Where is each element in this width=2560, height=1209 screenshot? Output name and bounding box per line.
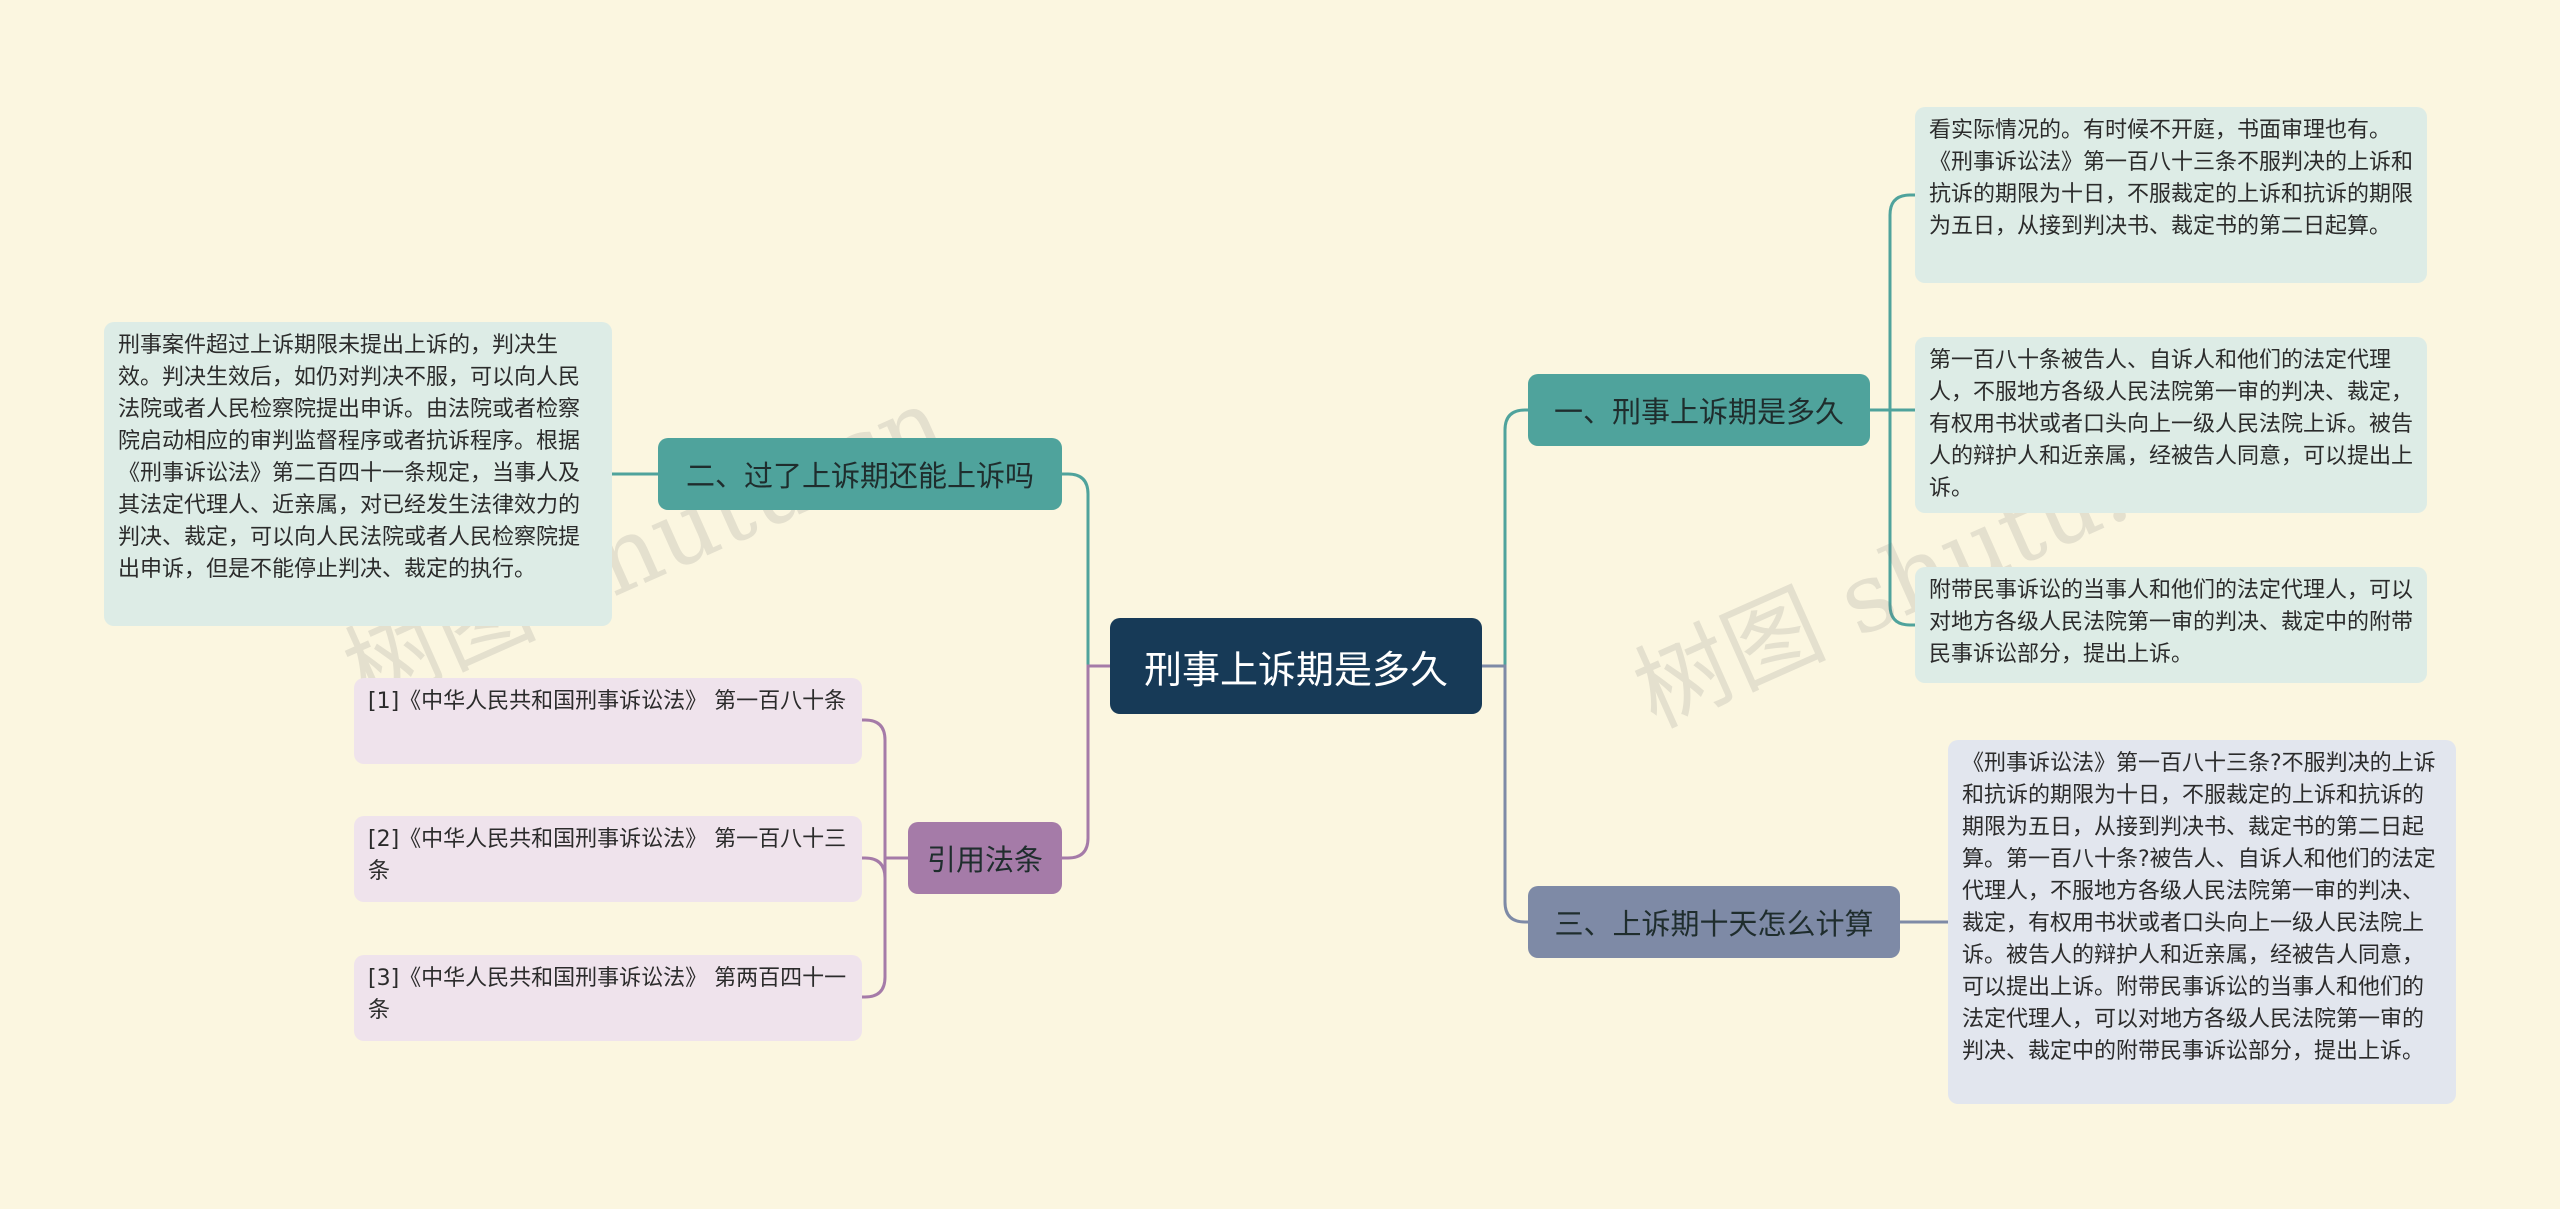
leaf-appeal-period-1: 看实际情况的。有时候不开庭，书面审理也有。《刑事诉讼法》第一百八十三条不服判决的… [1915,107,2427,283]
link-root-b1 [1482,408,1528,668]
branch-appeal-period[interactable]: 一、刑事上诉期是多久 [1528,374,1870,446]
leaf-ten-day-calc: 《刑事诉讼法》第一百八十三条?不服判决的上诉和抗诉的期限为十日，不服裁定的上诉和… [1948,740,2456,1104]
link-root-b3 [1482,664,1528,924]
leaf-cited-law-1: [1]《中华人民共和国刑事诉讼法》 第一百八十条 [354,678,862,764]
leaf-cited-law-2: [2]《中华人民共和国刑事诉讼法》 第一百八十三条 [354,816,862,902]
leaf-cited-law-3: [3]《中华人民共和国刑事诉讼法》 第两百四十一条 [354,955,862,1041]
link-b4-leaves [862,718,908,999]
link-b1-leaves [1870,193,1915,627]
branch-cited-laws[interactable]: 引用法条 [908,822,1062,894]
leaf-appeal-period-3: 附带民事诉讼的当事人和他们的法定代理人，可以对地方各级人民法院第一审的判决、裁定… [1915,567,2427,683]
branch-after-deadline[interactable]: 二、过了上诉期还能上诉吗 [658,438,1062,510]
link-root-b4 [1062,664,1110,860]
leaf-after-deadline: 刑事案件超过上诉期限未提出上诉的，判决生效。判决生效后，如仍对判决不服，可以向人… [104,322,612,626]
leaf-appeal-period-2: 第一百八十条被告人、自诉人和他们的法定代理人，不服地方各级人民法院第一审的判决、… [1915,337,2427,513]
root-topic[interactable]: 刑事上诉期是多久 [1110,618,1482,714]
branch-ten-day-calc[interactable]: 三、上诉期十天怎么计算 [1528,886,1900,958]
link-root-b2 [1062,472,1110,668]
